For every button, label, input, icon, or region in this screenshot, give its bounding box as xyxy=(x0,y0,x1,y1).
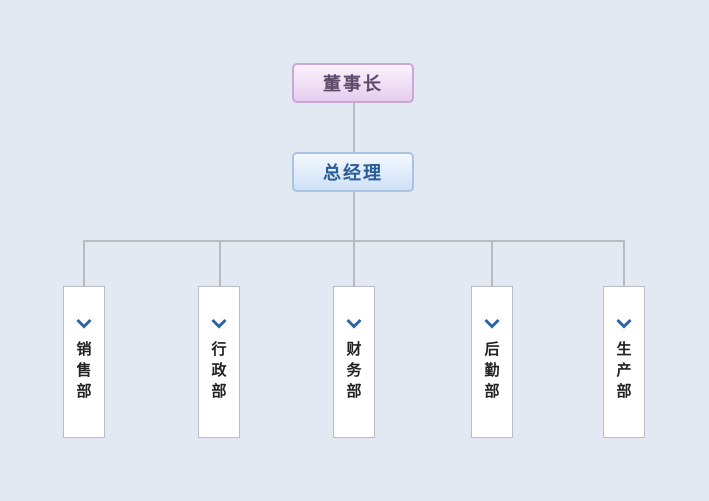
department-box-production[interactable]: 生产部 xyxy=(603,286,645,438)
department-box-finance[interactable]: 财务部 xyxy=(333,286,375,438)
chairman-box[interactable]: 董事长 xyxy=(292,63,414,103)
department-label: 行政部 xyxy=(211,340,227,400)
department-box-administration[interactable]: 行政部 xyxy=(198,286,240,438)
general-manager-box[interactable]: 总经理 xyxy=(292,152,414,192)
department-label: 后勤部 xyxy=(484,340,500,400)
department-label: 生产部 xyxy=(616,340,632,400)
department-label: 财务部 xyxy=(346,340,362,400)
chairman-label: 董事长 xyxy=(323,74,383,95)
department-box-logistics[interactable]: 后勤部 xyxy=(471,286,513,438)
chevron-down-icon[interactable] xyxy=(346,318,362,329)
department-box-sales[interactable]: 销售部 xyxy=(63,286,105,438)
department-label: 销售部 xyxy=(76,340,92,400)
chevron-down-icon[interactable] xyxy=(484,318,500,329)
chevron-down-icon[interactable] xyxy=(76,318,92,329)
chevron-down-icon[interactable] xyxy=(211,318,227,329)
chevron-down-icon[interactable] xyxy=(616,318,632,329)
general-manager-label: 总经理 xyxy=(323,163,383,184)
